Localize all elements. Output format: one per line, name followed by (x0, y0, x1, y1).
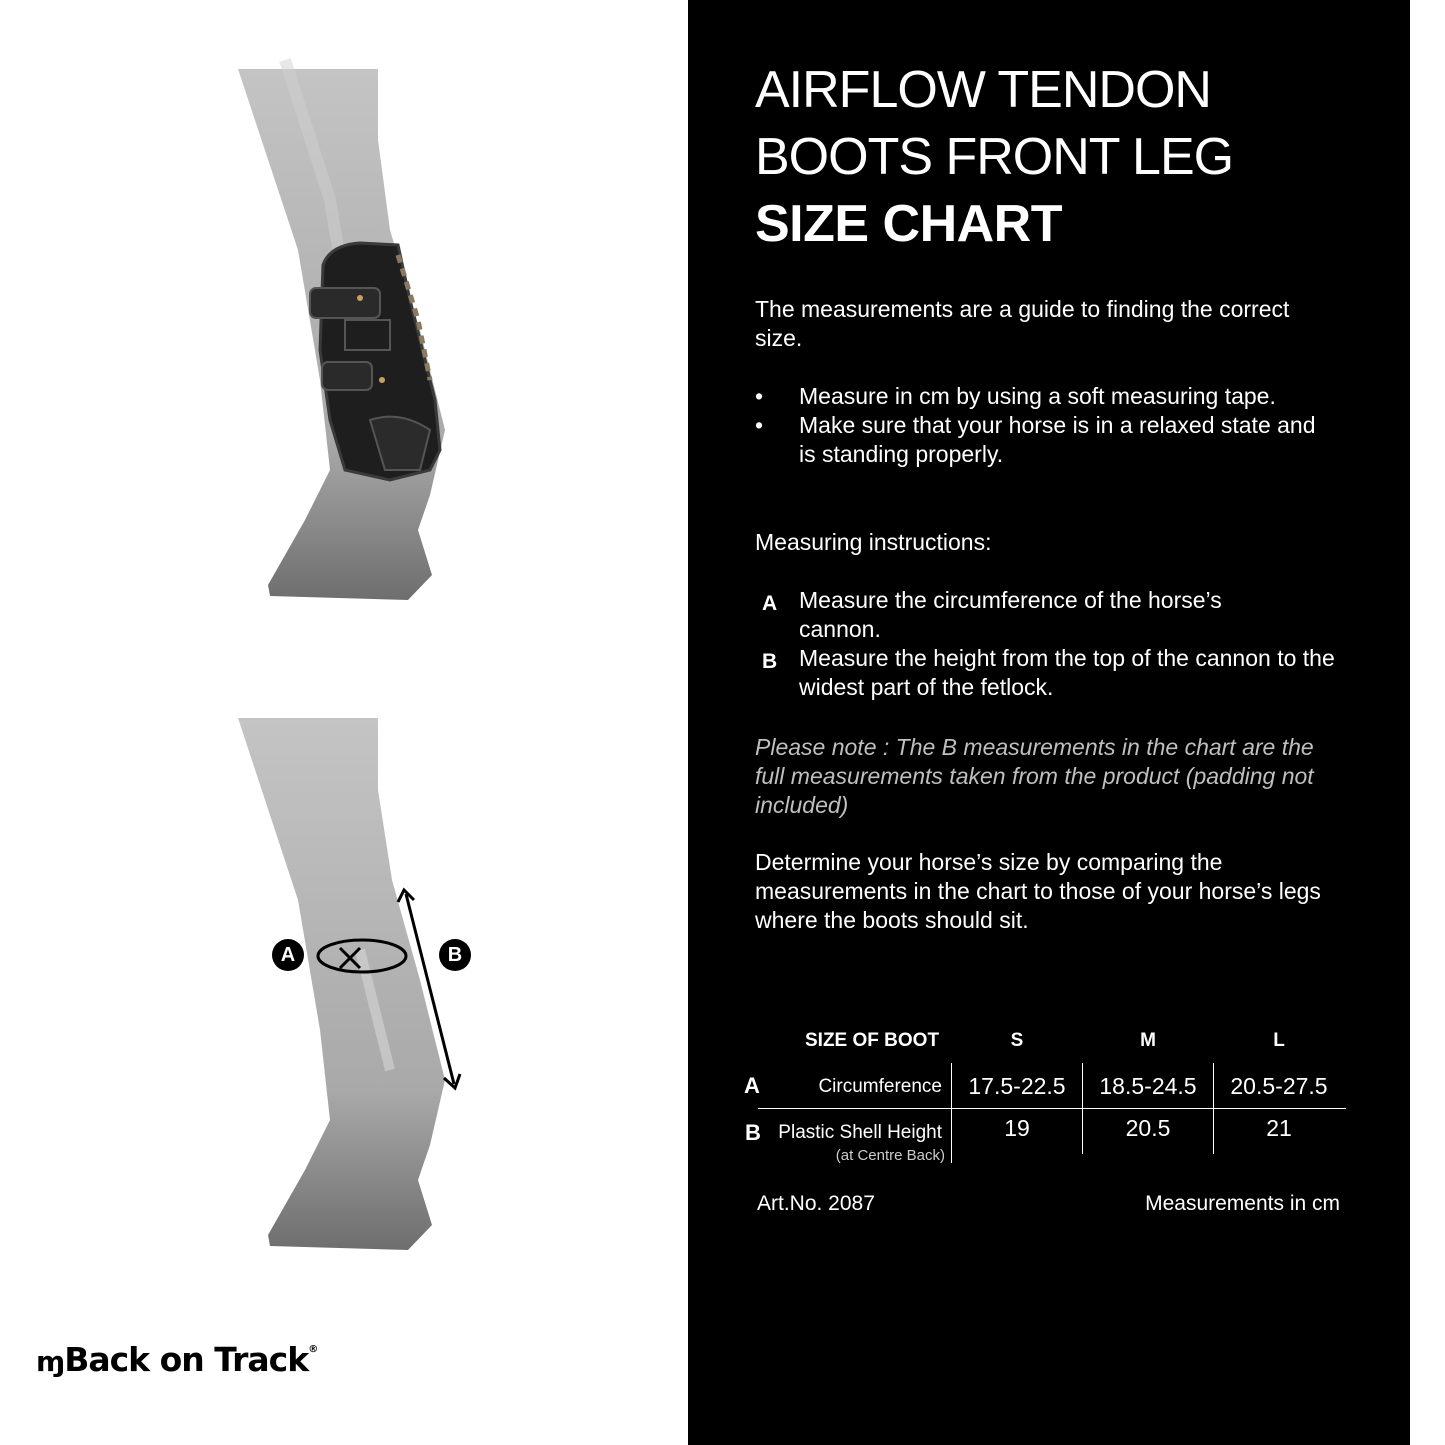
table-column-divider (1213, 1063, 1214, 1154)
bullet-item: Measure in cm by using a soft measuring … (799, 383, 1276, 409)
table-header-size: M (1140, 1030, 1156, 1051)
table-header-size: L (1273, 1030, 1285, 1051)
table-header-size: S (1010, 1030, 1024, 1051)
label-b-badge: B (439, 939, 471, 971)
table-cell: 20.5 (1125, 1115, 1171, 1141)
table-column-divider (1082, 1063, 1083, 1154)
label-a-badge: A (272, 939, 304, 971)
intro-text: The measurements are a guide to finding … (755, 296, 1290, 351)
title-line-2: BOOTS FRONT LEG (755, 128, 1234, 186)
table-row-divider (758, 1108, 1346, 1109)
row-label: Plastic Shell Height (778, 1122, 942, 1143)
determine-text: Determine your horse’s size by comparing… (755, 849, 1321, 933)
leg-measurement-diagram (238, 718, 462, 1250)
bullet-symbol: • (755, 383, 764, 409)
registered-mark: ® (308, 1344, 318, 1355)
units-note: Measurements in cm (1145, 1192, 1340, 1215)
row-sublabel: (at Centre Back) (835, 1147, 945, 1164)
table-column-divider (951, 1063, 952, 1163)
title-line-1: AIRFLOW TENDON (755, 61, 1212, 119)
logo-mark-icon: ɱ (36, 1345, 65, 1378)
article-number: Art.No. 2087 (757, 1192, 875, 1215)
instruction-text: Measure the height from the top of the c… (799, 645, 1335, 700)
instruction-letter: A (762, 592, 778, 615)
row-letter: B (745, 1120, 761, 1145)
table-cell: 17.5-22.5 (968, 1073, 1066, 1099)
instruction-text: Measure the circumference of the horse’s… (799, 587, 1222, 642)
note-text: Please note : The B measurements in the … (755, 734, 1314, 818)
right-margin (1410, 0, 1445, 1445)
bullet-item: Make sure that your horse is in a relaxe… (799, 412, 1316, 467)
table-cell: 18.5-24.5 (1099, 1073, 1197, 1099)
row-letter: A (744, 1073, 760, 1098)
brand-logo: ɱBack on Track® (36, 1340, 318, 1379)
logo-text: Back on Track (64, 1340, 309, 1379)
instruction-letter: B (762, 650, 778, 673)
table-cell: 20.5-27.5 (1230, 1073, 1328, 1099)
illustration-panel: A B ɱBack on Track® (0, 0, 688, 1445)
leg-with-boot-illustration (238, 58, 445, 600)
info-panel: AIRFLOW TENDON BOOTS FRONT LEG SIZE CHAR… (688, 0, 1410, 1445)
table-cell: 21 (1266, 1115, 1292, 1141)
table-cell: 19 (1004, 1115, 1030, 1141)
table-header-size-of-boot: SIZE OF BOOT (805, 1030, 940, 1051)
row-label: Circumference (818, 1076, 942, 1097)
bullet-symbol: • (755, 412, 764, 438)
title-line-3: SIZE CHART (755, 195, 1063, 253)
instructions-heading: Measuring instructions: (755, 529, 992, 555)
